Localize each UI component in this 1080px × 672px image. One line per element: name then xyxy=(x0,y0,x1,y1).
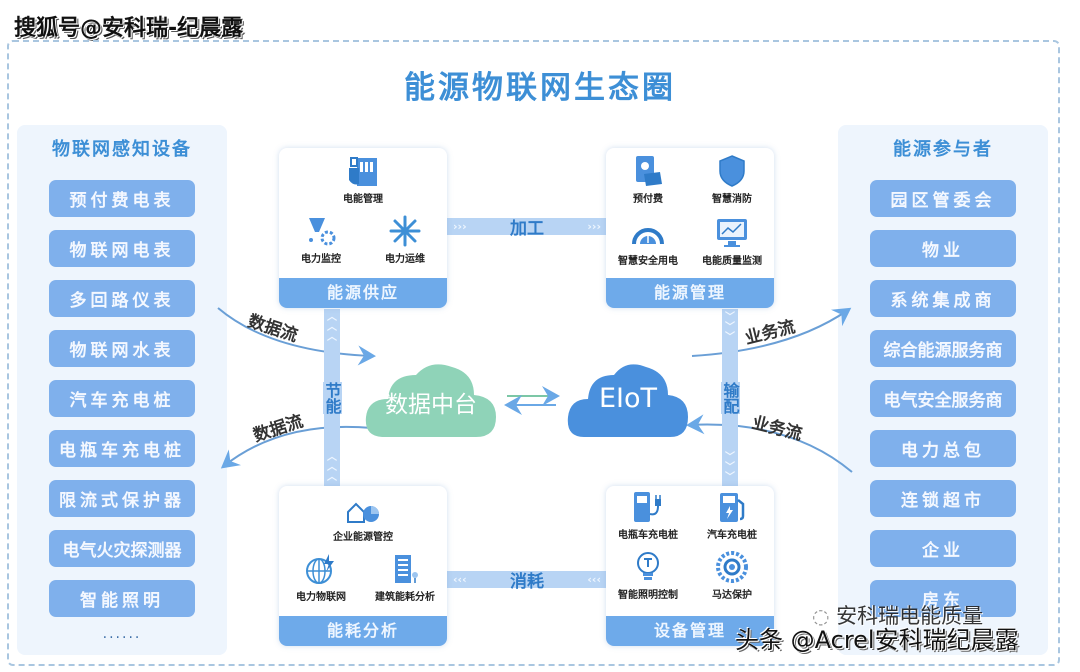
fuel-charger-icon xyxy=(720,493,745,522)
cloud-shape-icon xyxy=(365,364,496,437)
watermark-top: 搜狐号@安科瑞-纪晨露 xyxy=(14,16,244,41)
chevrons-down: ﹀﹀﹀ xyxy=(725,312,735,343)
building-icon xyxy=(395,555,418,583)
card-item: 企业能源管控 xyxy=(321,492,405,543)
device-item: 物联网水表 xyxy=(49,330,195,367)
diagram-title: 能源物联网生态圈 xyxy=(404,70,676,106)
participant-item: 系统集成商 xyxy=(870,280,1016,317)
card-item: 智能照明控制 xyxy=(606,550,690,601)
shield-icon xyxy=(719,155,745,187)
chevrons-left: ‹‹‹ xyxy=(453,573,467,586)
energy-supply-title: 能源供应 xyxy=(279,278,447,308)
monitor-chart-icon xyxy=(717,219,747,247)
data-center-cloud: 数据中台 xyxy=(362,357,500,439)
participant-item: 电气安全服务商 xyxy=(870,380,1016,417)
energy-management-card: 预付费 智慧消防 智慧安全用电 电能质量监测 能源管理 xyxy=(606,148,774,308)
bulb-icon xyxy=(637,552,659,580)
chevrons-up: ︿︿︿ xyxy=(327,312,337,343)
distribution-connector: ﹀﹀﹀ 输配 ﹀﹀﹀ xyxy=(720,309,740,487)
card-item: 电力监控 xyxy=(279,214,363,265)
wechat-icon: ◌ xyxy=(812,604,830,628)
device-item: 电瓶车充电桩 xyxy=(49,430,195,467)
more-ellipsis: ...... xyxy=(102,626,142,642)
iot-devices-column: 物联网感知设备 预付费电表 物联网电表 多回路仪表 物联网水表 汽车充电桩 电瓶… xyxy=(17,125,227,655)
energy-saving-connector: ︿︿︿ 节能 ︿︿︿ xyxy=(322,309,342,487)
monitor-gear-icon xyxy=(309,218,336,246)
consume-connector: ‹‹‹ 消耗 ‹‹‹ xyxy=(447,571,607,592)
energy-participants-column: 能源参与者 园区管委会 物业 系统集成商 综合能源服务商 电气安全服务商 电力总… xyxy=(838,125,1048,655)
energy-supply-card: 电能管理 电力监控 电力运维 能源供应 xyxy=(279,148,447,308)
device-item: 限流式保护器 xyxy=(49,480,195,517)
watermark-bottom: 头条 @Acrel安科瑞纪晨露 xyxy=(735,626,1019,654)
card-item: 电力运维 xyxy=(363,214,447,265)
data-center-label: 数据中台 xyxy=(385,392,477,418)
chevrons-right: ››› xyxy=(453,220,467,233)
building-meter-icon xyxy=(349,157,377,186)
card-item: 预付费 xyxy=(606,154,690,205)
participant-item: 连锁超市 xyxy=(870,480,1016,517)
device-management-title: 设备管理 xyxy=(606,616,774,646)
consumption-analysis-title: 能耗分析 xyxy=(279,616,447,646)
charger-plug-icon xyxy=(634,492,661,522)
energy-participants-title: 能源参与者 xyxy=(893,139,993,160)
participant-item: 物业 xyxy=(870,230,1016,267)
device-item: 智能照明 xyxy=(49,580,195,617)
eiot-label: EIoT xyxy=(598,383,658,414)
consume-label: 消耗 xyxy=(510,572,544,592)
card-item: 电瓶车充电桩 xyxy=(606,490,690,541)
chevrons-right: ››› xyxy=(587,220,601,233)
card-item: 电能质量监测 xyxy=(690,216,774,267)
watermark-wechat: ◌ 安科瑞电能质量 xyxy=(812,604,984,628)
process-label: 加工 xyxy=(510,219,544,239)
energy-management-title: 能源管理 xyxy=(606,278,774,308)
process-connector: ››› 加工 ››› xyxy=(447,218,607,239)
chevrons-up: ︿︿︿ xyxy=(327,452,337,483)
device-item: 汽车充电桩 xyxy=(49,380,195,417)
globe-bolt-icon xyxy=(306,554,334,584)
motor-ring-icon xyxy=(716,551,748,583)
participant-item: 园区管委会 xyxy=(870,180,1016,217)
participant-item: 电力总包 xyxy=(870,430,1016,467)
device-management-card: 电瓶车充电桩 汽车充电桩 智能照明控制 马达保护 设备管理 xyxy=(606,486,774,646)
cloud-shape-icon xyxy=(567,364,688,437)
eiot-cloud: EIoT xyxy=(564,357,692,439)
card-item: 电能管理 xyxy=(321,154,405,205)
device-item: 电气火灾探测器 xyxy=(49,530,195,567)
chevrons-left: ‹‹‹ xyxy=(587,573,601,586)
device-item: 预付费电表 xyxy=(49,180,195,217)
gauge-icon xyxy=(632,228,664,245)
participant-item: 企业 xyxy=(870,530,1016,567)
participant-item: 房东 xyxy=(870,580,1016,617)
chevrons-down: ﹀﹀﹀ xyxy=(725,452,735,483)
card-item: 汽车充电桩 xyxy=(690,490,774,541)
card-item: 智慧安全用电 xyxy=(606,216,690,267)
card-item: 建筑能耗分析 xyxy=(363,552,447,603)
card-item: 马达保护 xyxy=(690,550,774,601)
diagram-frame xyxy=(7,40,1060,666)
participant-item: 综合能源服务商 xyxy=(870,330,1016,367)
consumption-analysis-card: 企业能源管控 电力物联网 建筑能耗分析 能耗分析 xyxy=(279,486,447,646)
prepaid-card-icon xyxy=(636,156,662,186)
card-item: 电力物联网 xyxy=(279,552,363,603)
device-item: 多回路仪表 xyxy=(49,280,195,317)
distribution-label: 输配 xyxy=(720,382,740,414)
energy-saving-label: 节能 xyxy=(322,382,342,414)
house-pie-icon xyxy=(347,502,379,523)
card-item: 智慧消防 xyxy=(690,154,774,205)
device-item: 物联网电表 xyxy=(49,230,195,267)
iot-devices-title: 物联网感知设备 xyxy=(52,139,192,160)
asterisk-icon xyxy=(389,215,421,247)
